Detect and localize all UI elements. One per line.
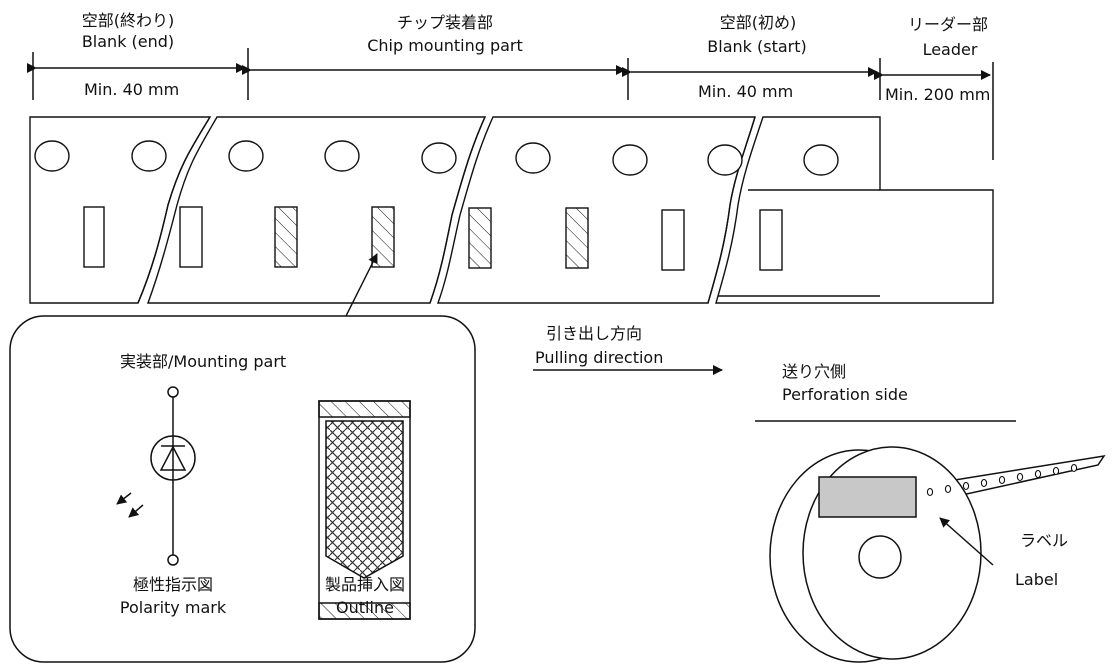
carrier-tape bbox=[29, 116, 994, 304]
sprocket-holes bbox=[34, 140, 839, 176]
reel bbox=[755, 420, 1106, 663]
blank-end-jp-label: 空部(終わり) bbox=[81, 11, 175, 30]
blank-start-jp-label: 空部(初め) bbox=[719, 13, 797, 32]
reel-perforations bbox=[926, 463, 1078, 497]
outline-jp-label: 製品挿入図 bbox=[324, 575, 405, 594]
blank-start-length: Min. 40 mm bbox=[698, 82, 794, 101]
perforation-side-jp-label: 送り穴側 bbox=[782, 362, 847, 381]
perforation-side-en-label: Perforation side bbox=[782, 385, 908, 404]
leader-length: Min. 200 mm bbox=[885, 85, 991, 104]
leader-en-label: Leader bbox=[922, 40, 978, 59]
label-jp-label: ラベル bbox=[1020, 531, 1069, 550]
blank-end-en-label: Blank (end) bbox=[81, 32, 175, 51]
mounting-part-title: 実装部/Mounting part bbox=[120, 352, 287, 371]
blank-start-en-label: Blank (start) bbox=[707, 37, 807, 56]
label-en-label: Label bbox=[1015, 570, 1059, 589]
chip-mounting-jp-label: チップ装着部 bbox=[396, 13, 493, 32]
tape-pockets bbox=[83, 206, 783, 271]
leader-jp-label: リーダー部 bbox=[907, 15, 988, 34]
polarity-en-label: Polarity mark bbox=[119, 598, 227, 617]
pulling-direction-en-label: Pulling direction bbox=[535, 348, 664, 367]
blank-end-length: Min. 40 mm bbox=[84, 80, 180, 99]
pulling-direction-jp-label: 引き出し方向 bbox=[546, 324, 643, 343]
outline-en-label: Outline bbox=[336, 598, 394, 617]
dimension-lines bbox=[27, 48, 994, 160]
led-polarity-symbol bbox=[116, 386, 196, 566]
chip-mounting-en-label: Chip mounting part bbox=[367, 36, 523, 55]
polarity-jp-label: 極性指示図 bbox=[132, 575, 213, 594]
product-outline bbox=[318, 400, 411, 620]
